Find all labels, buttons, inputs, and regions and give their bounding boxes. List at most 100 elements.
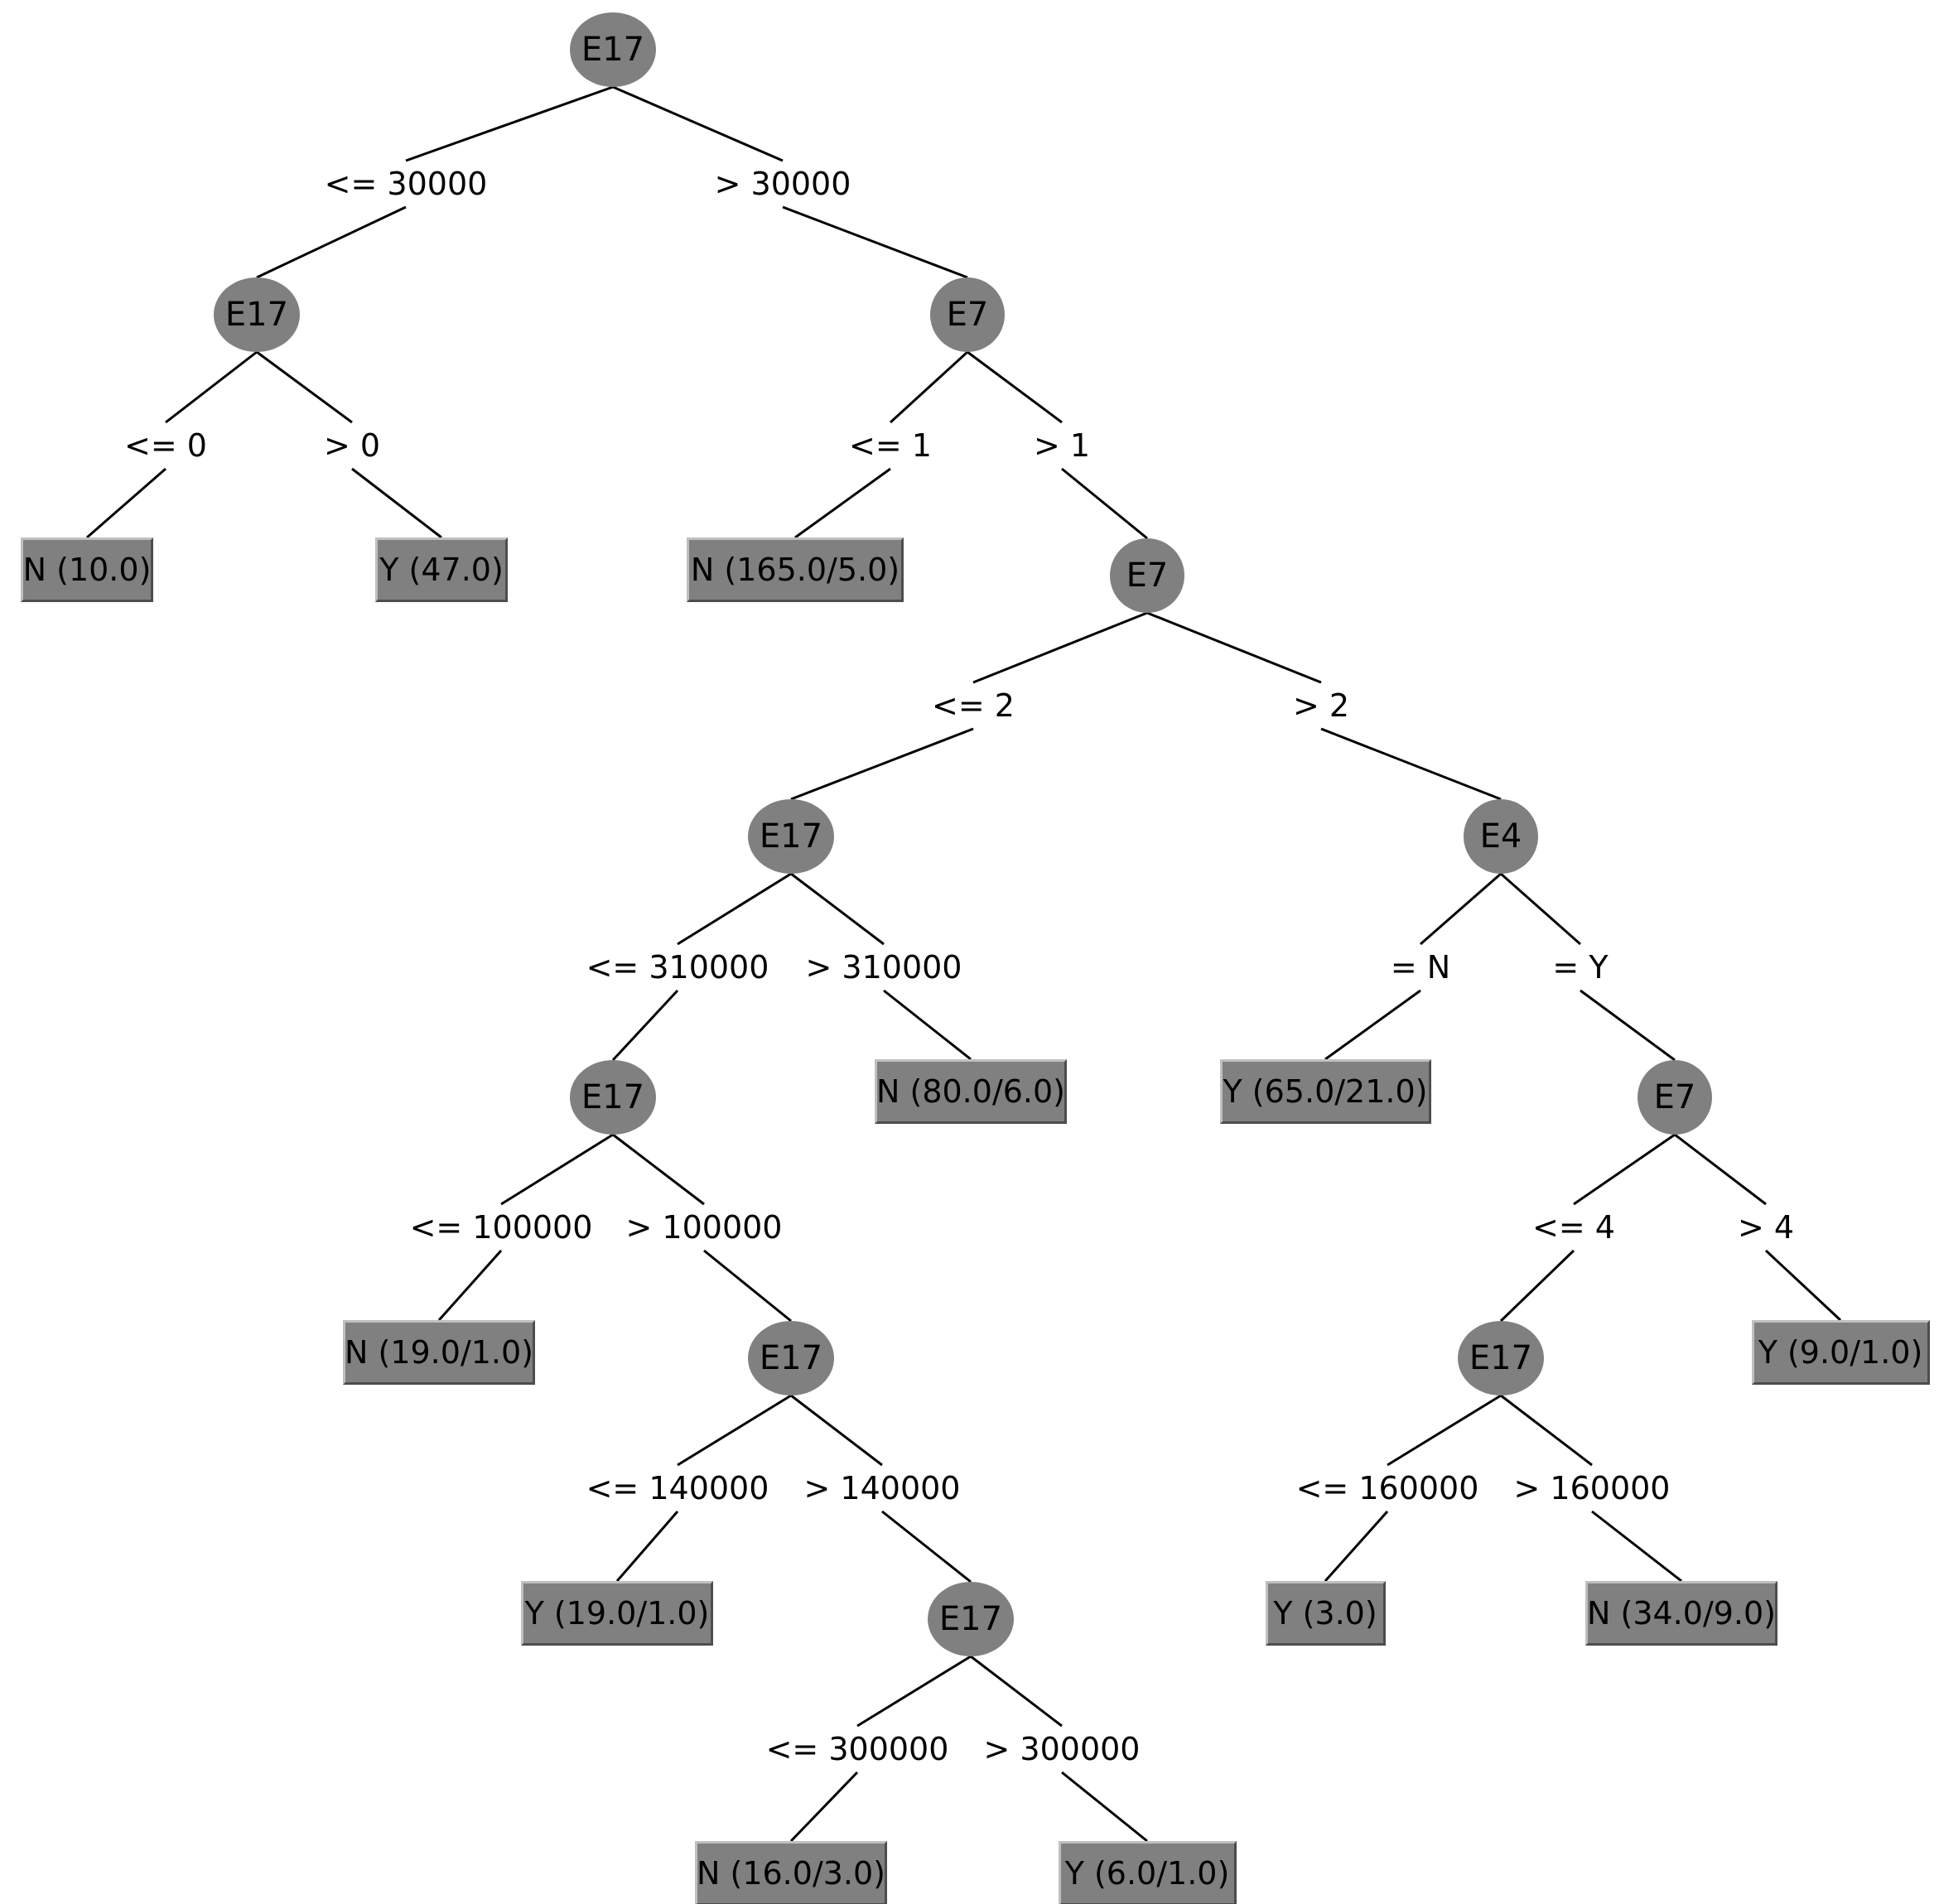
edge-condition-label: > 1 bbox=[1033, 427, 1091, 464]
tree-edge-line bbox=[677, 1394, 792, 1467]
edge-condition-label: > 0 bbox=[323, 427, 381, 464]
tree-edge-line bbox=[889, 350, 969, 424]
edge-condition-label: <= 0 bbox=[124, 427, 207, 464]
decision-node[interactable]: E4 bbox=[1464, 799, 1538, 874]
tree-edge-line bbox=[405, 85, 614, 162]
leaf-node-label: Y (47.0) bbox=[379, 552, 504, 588]
tree-edge-line bbox=[1573, 1133, 1676, 1206]
edge-condition-label: > 100000 bbox=[625, 1209, 783, 1246]
leaf-node-label: N (34.0/9.0) bbox=[1587, 1595, 1776, 1632]
tree-edge-line bbox=[789, 1771, 859, 1843]
leaf-node-label: Y (6.0/1.0) bbox=[1064, 1855, 1230, 1892]
leaf-node[interactable]: Y (19.0/1.0) bbox=[521, 1581, 713, 1646]
tree-edge-line bbox=[611, 989, 679, 1062]
decision-node-label: E17 bbox=[1469, 1339, 1533, 1377]
tree-edge-line bbox=[1764, 1249, 1842, 1322]
tree-edge-line bbox=[703, 1249, 792, 1323]
edge-condition-label: <= 30000 bbox=[324, 166, 488, 202]
leaf-node-label: Y (65.0/21.0) bbox=[1223, 1073, 1428, 1110]
leaf-node[interactable]: N (10.0) bbox=[21, 537, 153, 602]
leaf-node[interactable]: N (16.0/3.0) bbox=[695, 1841, 887, 1904]
tree-edge-line bbox=[790, 727, 974, 801]
leaf-node[interactable]: Y (65.0/21.0) bbox=[1219, 1059, 1431, 1124]
decision-node[interactable]: E7 bbox=[1638, 1060, 1712, 1135]
tree-edge-line bbox=[86, 467, 166, 539]
tree-edge-line bbox=[1420, 872, 1502, 946]
decision-node[interactable]: E7 bbox=[1110, 538, 1184, 613]
leaf-node-label: N (19.0/1.0) bbox=[345, 1334, 533, 1371]
tree-edge-line bbox=[612, 1133, 705, 1206]
leaf-node-label: N (165.0/5.0) bbox=[690, 552, 900, 588]
edge-condition-label: > 2 bbox=[1292, 687, 1350, 724]
tree-edge-line bbox=[794, 467, 891, 539]
leaf-node[interactable]: N (80.0/6.0) bbox=[875, 1059, 1067, 1124]
tree-edge-line bbox=[1324, 1511, 1389, 1582]
edge-condition-label: > 310000 bbox=[805, 949, 962, 986]
tree-edge-line bbox=[970, 1655, 1063, 1728]
tree-edge-line bbox=[612, 85, 784, 162]
tree-edge-line bbox=[677, 872, 792, 946]
edge-condition-label: <= 300000 bbox=[765, 1731, 949, 1767]
tree-edge-line bbox=[1387, 1394, 1502, 1467]
tree-edge-line bbox=[881, 1510, 972, 1583]
leaf-node[interactable]: Y (3.0) bbox=[1265, 1581, 1386, 1646]
edge-condition-label: > 4 bbox=[1737, 1209, 1795, 1246]
decision-node-label: E7 bbox=[1126, 557, 1169, 595]
decision-node-label: E4 bbox=[1479, 817, 1522, 856]
decision-node[interactable]: E17 bbox=[214, 277, 300, 352]
decision-node-label: E17 bbox=[224, 296, 289, 334]
leaf-node[interactable]: Y (9.0/1.0) bbox=[1751, 1320, 1930, 1385]
edge-condition-label: <= 140000 bbox=[586, 1470, 769, 1506]
edge-condition-label: > 300000 bbox=[983, 1731, 1141, 1767]
decision-node[interactable]: E17 bbox=[1458, 1321, 1544, 1395]
decision-node-label: E7 bbox=[946, 296, 989, 334]
leaf-node[interactable]: Y (47.0) bbox=[375, 537, 508, 602]
decision-node-label: E17 bbox=[759, 817, 823, 856]
leaf-node-label: Y (19.0/1.0) bbox=[524, 1595, 710, 1632]
edge-condition-label: = Y bbox=[1552, 949, 1609, 986]
tree-edge-line bbox=[1499, 1249, 1575, 1323]
edge-condition-label: > 140000 bbox=[803, 1470, 961, 1506]
leaf-node-label: N (10.0) bbox=[22, 552, 152, 588]
tree-edge-line bbox=[256, 350, 353, 424]
leaf-node[interactable]: Y (6.0/1.0) bbox=[1058, 1841, 1237, 1904]
tree-edge-line bbox=[883, 989, 972, 1061]
leaf-node-label: Y (9.0/1.0) bbox=[1758, 1334, 1923, 1371]
edge-condition-label: <= 160000 bbox=[1295, 1470, 1479, 1506]
edge-condition-label: > 30000 bbox=[714, 166, 851, 202]
decision-node[interactable]: E7 bbox=[930, 277, 1005, 352]
tree-edge-line bbox=[1320, 727, 1502, 801]
edge-condition-label: <= 100000 bbox=[409, 1209, 593, 1246]
tree-edge-line bbox=[856, 1655, 972, 1728]
leaf-node-label: N (16.0/3.0) bbox=[697, 1855, 885, 1892]
leaf-node[interactable]: N (165.0/5.0) bbox=[687, 537, 904, 602]
decision-node[interactable]: E17 bbox=[748, 1321, 834, 1395]
tree-edge-line bbox=[437, 1250, 503, 1321]
tree-edge-line bbox=[615, 1511, 679, 1582]
decision-node-label: E17 bbox=[581, 1078, 645, 1116]
tree-edge-line bbox=[1580, 989, 1676, 1062]
tree-edge-line bbox=[1324, 989, 1421, 1061]
edge-condition-label: = N bbox=[1390, 949, 1451, 986]
decision-node[interactable]: E17 bbox=[748, 799, 834, 874]
edge-condition-label: <= 310000 bbox=[586, 949, 769, 986]
decision-node[interactable]: E17 bbox=[570, 1060, 656, 1135]
tree-edge-line bbox=[782, 205, 968, 279]
tree-edge-line bbox=[256, 205, 407, 279]
tree-edge-line bbox=[790, 872, 885, 946]
tree-edge-line bbox=[1061, 467, 1148, 540]
decision-node[interactable]: E17 bbox=[570, 12, 656, 87]
edge-condition-label: <= 2 bbox=[932, 687, 1015, 724]
decision-node-label: E17 bbox=[759, 1339, 823, 1377]
tree-edge-line bbox=[790, 1394, 883, 1467]
decision-node-label: E17 bbox=[581, 31, 645, 69]
tree-edge-line bbox=[1500, 1394, 1593, 1467]
edge-condition-label: <= 4 bbox=[1532, 1209, 1615, 1246]
tree-edge-line bbox=[1146, 611, 1322, 684]
leaf-node-label: N (80.0/6.0) bbox=[876, 1073, 1065, 1110]
leaf-node[interactable]: N (34.0/9.0) bbox=[1585, 1581, 1777, 1646]
decision-node-label: E17 bbox=[938, 1600, 1003, 1638]
leaf-node[interactable]: N (19.0/1.0) bbox=[343, 1320, 535, 1385]
decision-node[interactable]: E17 bbox=[928, 1582, 1014, 1656]
